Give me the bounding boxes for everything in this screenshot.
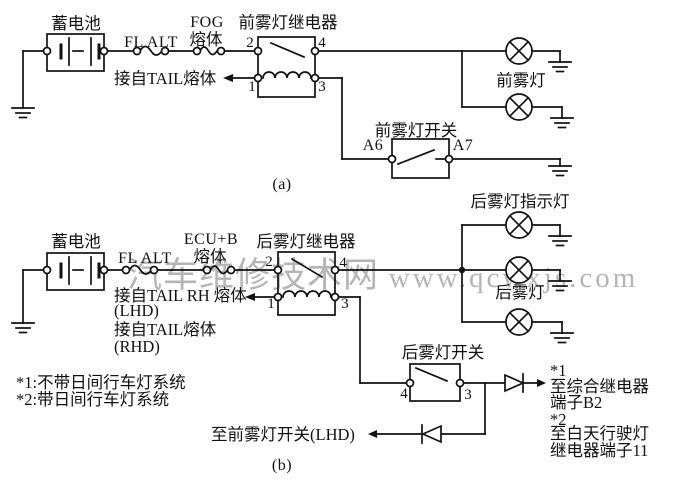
a-switch-terminal-a6: A6 (362, 137, 384, 154)
b-battery-symbol (42, 252, 109, 291)
b-tail-feed-rhd-line2: (RHD) (114, 337, 160, 356)
a-front-fog-relay-symbol (253, 36, 320, 98)
b-output1-star: *1 (550, 361, 567, 380)
a-fusible-link-label: FL ALT (124, 34, 178, 51)
b-footnote-2: *2:带日间行车灯系统 (16, 390, 170, 409)
a-lamp2-ground-icon (550, 117, 574, 129)
b-relay-title: 后雾灯继电器 (256, 232, 356, 251)
a-fuse-label-line1: FOG (190, 14, 224, 31)
b-rear-fog-lamp-2-icon (505, 308, 533, 336)
b-ecub-fuse-symbol (202, 265, 236, 275)
a-front-fog-switch-symbol (387, 138, 454, 179)
b-indicator-ground-icon (548, 235, 572, 247)
b-lamp1-ground-icon (548, 280, 572, 292)
b-tail-feed-lhd-line2: (LHD) (114, 301, 159, 320)
b-output2-line2: 继电器端子11 (550, 441, 649, 460)
a-fusible-link-symbol (132, 45, 170, 56)
b-indicator-lamp-icon (505, 211, 533, 239)
b-battery-label: 蓄电池 (51, 232, 101, 251)
b-to-front-fog-switch-label: 至前雾灯开关(LHD) (211, 425, 355, 444)
b-switch-title: 后雾灯开关 (401, 343, 485, 362)
b-footnote-1: *1:不带日间行车灯系统 (16, 373, 186, 392)
b-junction-dot (458, 266, 466, 274)
b-output1-line2: 端子B2 (550, 393, 603, 412)
b-relay-terminal-3: 3 (341, 296, 349, 312)
a-switch-terminal-a7: A7 (452, 137, 474, 154)
b-front-switch-diode-icon (368, 424, 442, 444)
b-output2-star: *2 (550, 410, 567, 429)
b-output-diode-icon (504, 373, 546, 393)
b-relay-terminal-4: 4 (339, 255, 347, 271)
a-battery-label: 蓄电池 (51, 14, 101, 33)
b-caption: (b) (271, 457, 293, 474)
a-fuse-label-line2: 熔体 (189, 30, 223, 49)
b-rear-fog-relay-symbol (273, 251, 340, 316)
a-battery-ground-icon (11, 107, 35, 119)
a-wires (22, 50, 563, 167)
b-tail-feed-lhd-line1: 接自TAIL RH 熔体 (114, 286, 247, 305)
a-battery-symbol (42, 33, 109, 72)
b-switch-terminal-3: 3 (464, 387, 472, 403)
a-switch-title: 前雾灯开关 (374, 121, 458, 140)
a-tail-feed-label: 接自TAIL熔体 (114, 69, 217, 88)
a-switch-ground-icon (548, 165, 572, 177)
a-tail-feed-arrow (223, 74, 255, 82)
b-lamps-label: 后雾灯 (495, 283, 545, 302)
a-caption: (a) (272, 176, 292, 193)
b-fusible-link-symbol (121, 264, 159, 275)
a-relay-terminal-2: 2 (246, 35, 254, 51)
a-front-fog-lamp-1-icon (505, 37, 533, 65)
a-front-fog-lamp-2-icon (505, 93, 533, 121)
b-relay-terminal-1: 1 (267, 296, 275, 312)
b-fuse-label-line2: 熔体 (193, 247, 227, 266)
b-output1-line1: 至综合继电器 (550, 377, 649, 396)
b-battery-ground-icon (11, 322, 35, 334)
b-tail-feed-rhd-line1: 接自TAIL熔体 (114, 320, 217, 339)
b-fuse-label-line1: ECU+B (183, 231, 239, 248)
b-rear-fog-lamp-1-icon (505, 256, 533, 284)
b-output2-line1: 至白天行驶灯 (550, 424, 649, 443)
a-lamps-label: 前雾灯 (496, 71, 546, 90)
b-rear-fog-switch-symbol (405, 363, 465, 402)
b-wires (22, 224, 563, 435)
b-lamp2-ground-icon (550, 332, 574, 344)
a-fog-fuse-symbol (192, 46, 226, 56)
a-relay-terminal-4: 4 (318, 35, 326, 51)
a-lamp1-ground-icon (548, 61, 572, 73)
a-relay-terminal-3: 3 (318, 79, 326, 95)
b-relay-terminal-2: 2 (265, 254, 273, 270)
a-relay-terminal-1: 1 (248, 79, 256, 95)
b-fusible-link-label: FL ALT (118, 250, 172, 267)
watermark-site-name: 汽车维修技术网 (127, 256, 380, 295)
b-indicator-label: 后雾灯指示灯 (470, 192, 570, 211)
a-relay-title: 前雾灯继电器 (238, 13, 338, 32)
b-switch-terminal-4: 4 (400, 386, 408, 402)
b-tail-feed-arrow (245, 293, 275, 301)
